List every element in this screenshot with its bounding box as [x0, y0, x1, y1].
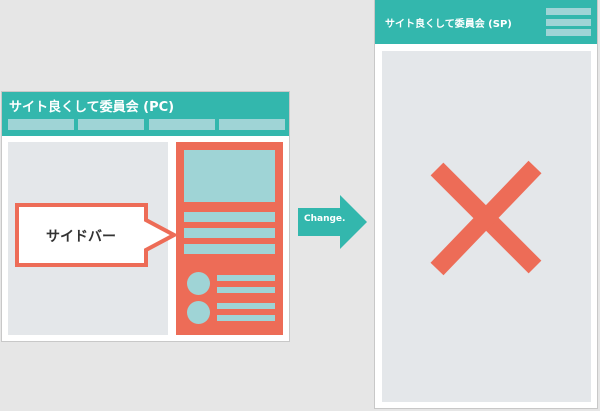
sidebar-text-1b: [217, 287, 275, 293]
sidebar-banner: [184, 150, 275, 202]
sidebar-link-3: [184, 244, 275, 254]
hamburger-icon[interactable]: [546, 8, 591, 36]
pc-nav-item-1: [8, 119, 74, 130]
pc-site-title: サイト良くして委員会 (PC): [9, 100, 175, 115]
sidebar-avatar-2: [187, 301, 210, 324]
change-arrow: [298, 195, 367, 249]
pc-sidebar: [176, 142, 283, 335]
sidebar-text-1a: [217, 275, 275, 281]
pc-nav-item-4: [219, 119, 285, 130]
pc-layout-frame: サイト良くして委員会 (PC): [2, 92, 289, 341]
sp-main-content: [382, 51, 591, 402]
sidebar-avatar-1: [187, 272, 210, 295]
sp-header: サイト良くして委員会 (SP): [375, 0, 597, 44]
sidebar-text-2b: [217, 315, 275, 321]
sp-site-title: サイト良くして委員会 (SP): [385, 19, 512, 30]
sidebar-link-2: [184, 228, 275, 238]
pc-nav-item-3: [149, 119, 215, 130]
sidebar-callout-label: サイドバー: [46, 229, 116, 245]
cross-icon: [430, 160, 542, 276]
change-label: Change.: [304, 214, 346, 224]
sp-layout-frame: サイト良くして委員会 (SP): [375, 0, 597, 408]
sidebar-link-1: [184, 212, 275, 222]
pc-nav-item-2: [78, 119, 144, 130]
sidebar-text-2a: [217, 303, 275, 309]
pc-header: サイト良くして委員会 (PC): [2, 92, 289, 136]
sidebar-callout-arrow: [15, 203, 176, 267]
